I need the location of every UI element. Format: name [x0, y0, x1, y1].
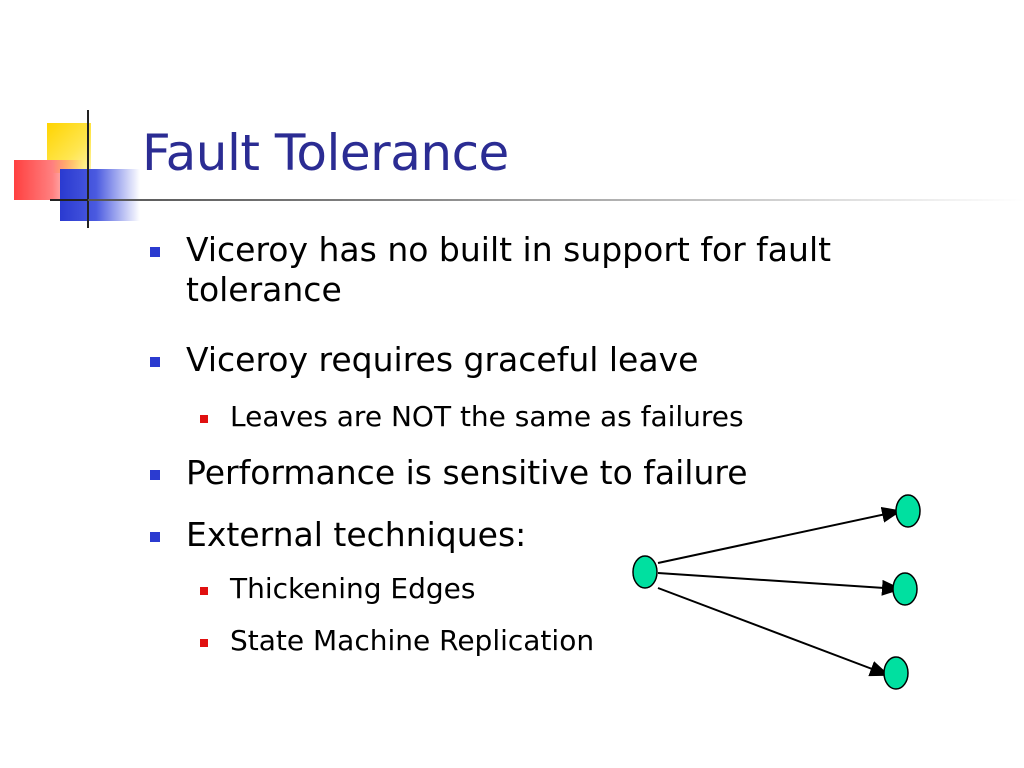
sub-bullet-text: Thickening Edges	[230, 572, 476, 605]
source-node-icon	[632, 555, 658, 589]
bullet-marker-icon	[150, 247, 160, 257]
bullet-text: Performance is sensitive to failure	[186, 453, 748, 492]
logo-vertical-line	[87, 110, 89, 228]
edge-arrow	[657, 572, 902, 596]
edge-arrow	[657, 506, 902, 564]
target-node-icon	[895, 494, 921, 528]
bullet-marker-icon	[150, 357, 160, 367]
logo-blue-square	[60, 169, 140, 221]
bullet-text: External techniques:	[186, 515, 527, 554]
bullet-marker-icon	[150, 532, 160, 542]
sub-bullet-marker-icon	[200, 639, 208, 647]
edge-arrow	[657, 587, 890, 677]
bullet-text: Viceroy has no built in support for faul…	[186, 230, 832, 309]
sub-bullet-marker-icon	[200, 415, 208, 423]
bullet-text: Viceroy requires graceful leave	[186, 340, 699, 379]
target-node-icon	[883, 656, 909, 690]
title-underline	[88, 199, 1024, 201]
sub-bullet-text: State Machine Replication	[230, 624, 595, 657]
sub-bullet-text: Leaves are NOT the same as failures	[230, 400, 744, 433]
sub-bullet-marker-icon	[200, 587, 208, 595]
slide-title: Fault Tolerance	[142, 124, 509, 182]
bullet-marker-icon	[150, 470, 160, 480]
slide-logo	[0, 0, 150, 240]
target-node-icon	[892, 572, 918, 606]
